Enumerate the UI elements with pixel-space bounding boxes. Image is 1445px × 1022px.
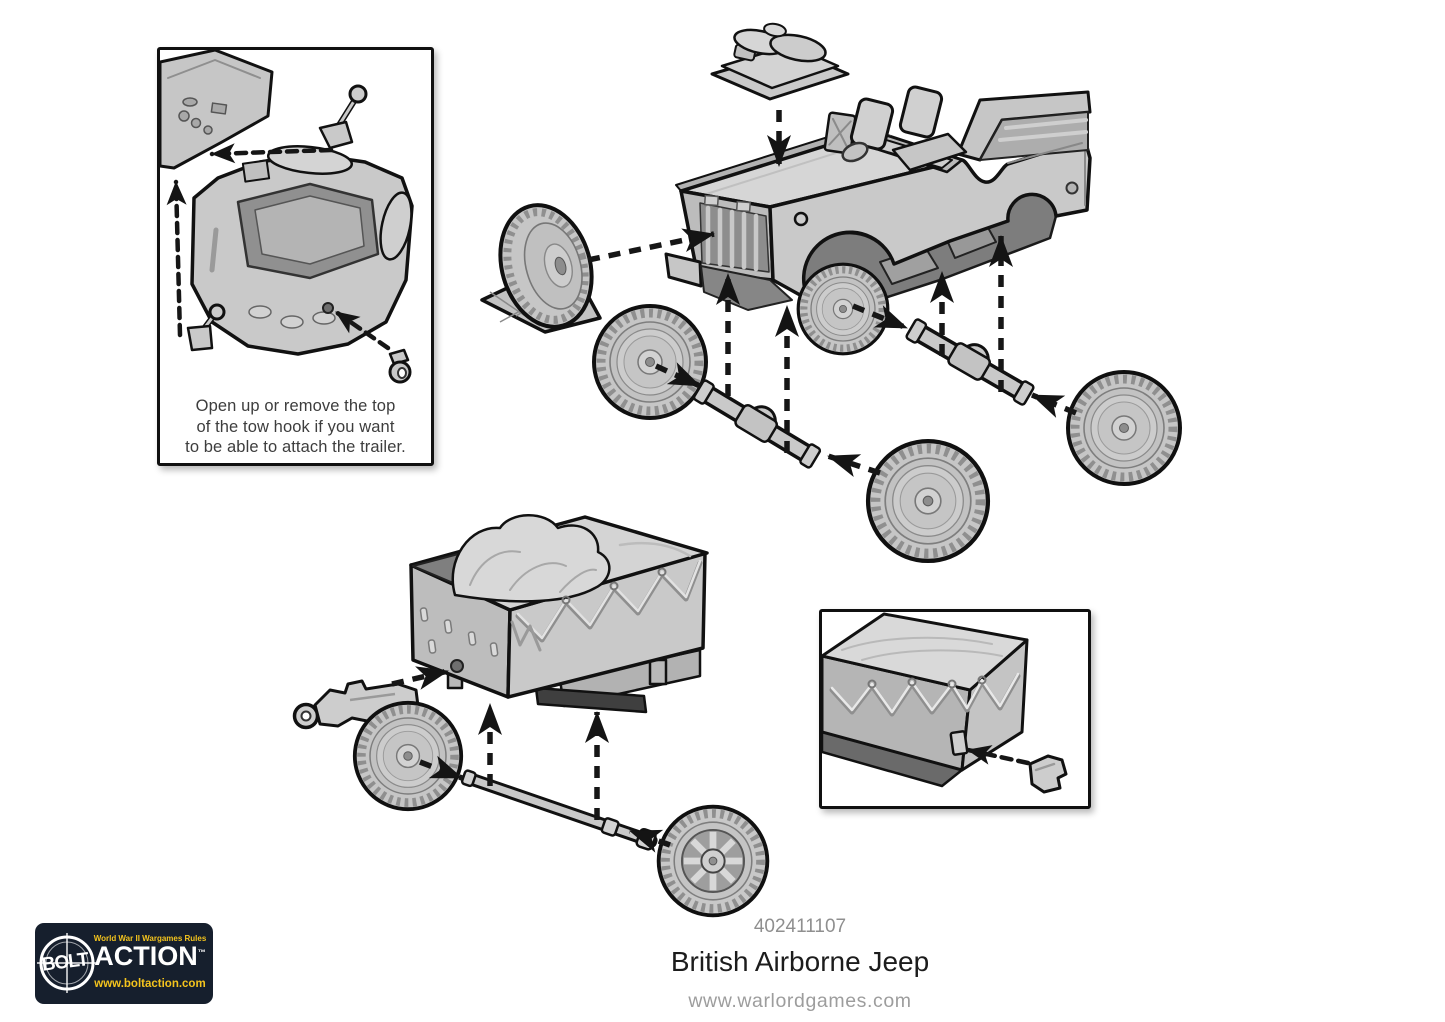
trailer-body-part <box>409 514 709 714</box>
caption-line: to be able to attach the trailer. <box>185 438 406 456</box>
trailer-wheel-left <box>355 703 461 809</box>
road-wheel-under-body <box>798 264 888 354</box>
inset-arrows <box>166 143 391 351</box>
arrow-spare-to-grille <box>587 228 715 263</box>
handbrake-lever-part <box>186 303 226 352</box>
gear-lever-part <box>318 84 368 150</box>
arrow-wheel-to-trailer-axle-right <box>629 828 671 853</box>
road-wheel-rear-right <box>1068 372 1180 484</box>
tow-hook-fitting-part <box>1028 754 1068 794</box>
caption-line: of the tow hook if you want <box>196 417 395 436</box>
arrow-lever-to-scuttle <box>209 143 334 164</box>
trailer-corner-inset-box <box>819 609 1091 809</box>
arrow-up-to-scuttle <box>166 179 187 338</box>
arrow-fitting-to-trailer <box>965 745 1031 766</box>
jeep-rear-tub-closeup <box>190 145 414 356</box>
bolt-action-logo: BOLT World War II Wargames Rules ACTION™… <box>35 923 213 1004</box>
rear-axle-part <box>903 309 1041 409</box>
logo-action-text: ACTION™ <box>91 943 209 970</box>
jeep-body-part <box>664 85 1092 314</box>
trailer-corner-art <box>820 612 1068 794</box>
tow-hook-inset-box: Open up or remove the top of the tow hoo… <box>157 47 434 466</box>
trailer-corner-closeup <box>820 612 1029 788</box>
logo-action-word: ACTION <box>94 941 198 971</box>
logo-trademark: ™ <box>197 948 206 957</box>
arrow-wheel-to-trailer-axle-left <box>419 755 463 781</box>
stowage-load-part <box>710 22 850 101</box>
arrow-hitch-to-trailer <box>391 666 449 690</box>
crosshair-icon <box>37 933 97 993</box>
spare-wheel-mount-part <box>480 203 602 334</box>
front-axle-part <box>690 370 827 472</box>
logo-website: www.boltaction.com <box>94 978 206 990</box>
arrow-hook-to-tub <box>333 309 391 351</box>
arrow-wheel-to-front-axle-left <box>654 362 702 389</box>
jeep-scuttle-closeup <box>158 48 274 170</box>
assembly-arrows <box>391 110 1078 853</box>
product-code: 402411107 <box>753 916 847 937</box>
road-wheel-front-left <box>594 306 706 418</box>
caption-line: Open up or remove the top <box>195 397 396 415</box>
arrow-wheel-to-front-axle-right <box>827 453 881 478</box>
arrow-wheel-to-rear-axle-left <box>851 303 909 331</box>
arrow-wheel-to-rear-axle-right <box>1030 392 1078 418</box>
publisher-website: www.warlordgames.com <box>688 990 912 1012</box>
road-wheel-front-right <box>868 441 988 561</box>
trailer-wheel-right <box>659 807 768 916</box>
tow-hook-caption: Open up or remove the top of the tow hoo… <box>160 396 431 458</box>
tow-hook-part <box>388 348 412 384</box>
product-title: British Airborne Jeep <box>670 946 930 977</box>
logo-tagline: World War II Wargames Rules <box>93 934 207 943</box>
tow-hook-detail-art <box>158 48 414 384</box>
